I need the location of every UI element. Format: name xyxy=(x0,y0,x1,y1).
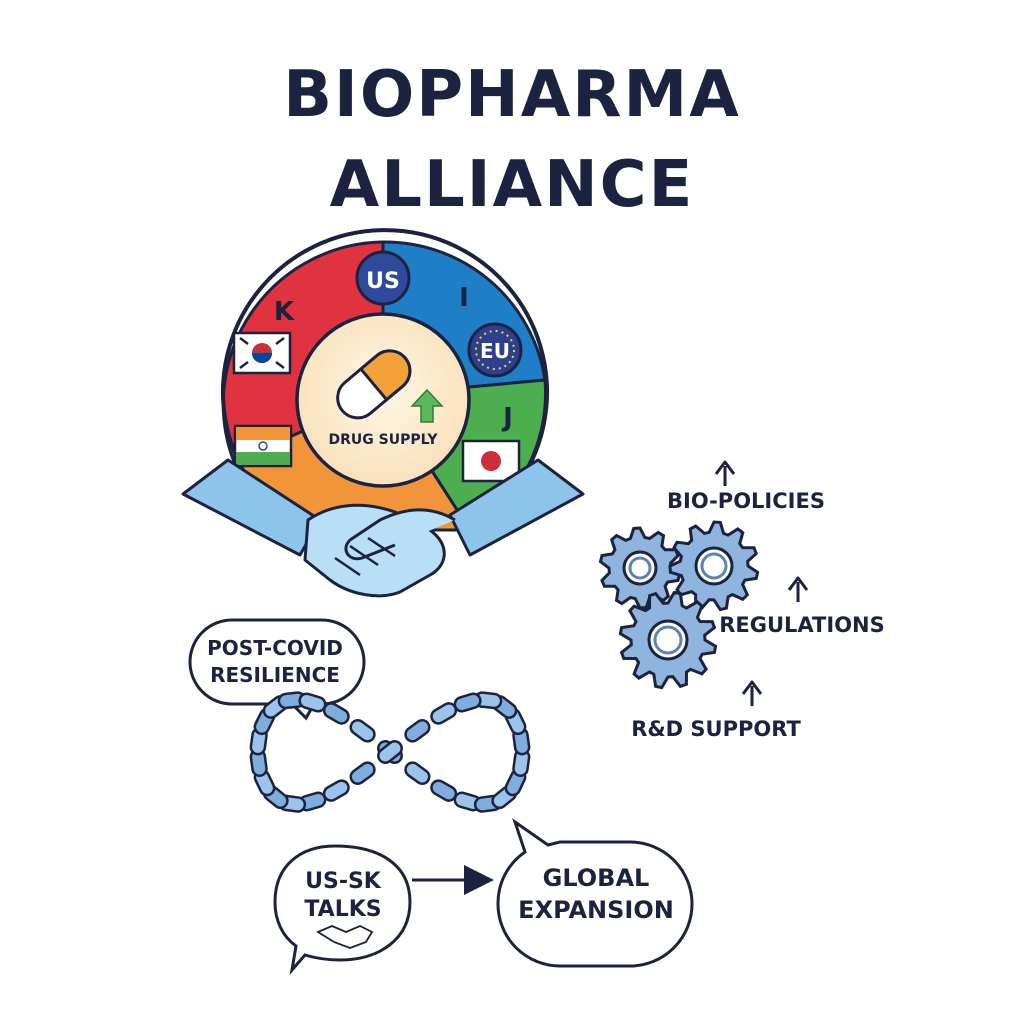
title-line-1: BIOPHARMA xyxy=(283,58,741,132)
chain-infinity-icon xyxy=(249,691,531,813)
chain-link xyxy=(349,761,376,785)
eu-stars-ring xyxy=(475,330,515,370)
arrow-up-icon-policies xyxy=(714,460,736,486)
us-badge xyxy=(355,250,411,306)
resilience-speech-bubble xyxy=(188,618,366,721)
korea-flag-icon xyxy=(232,331,292,375)
talks-section: US-SK TALKS GLOBAL EXPANSION xyxy=(273,818,694,976)
resilience-bubble: POST-COVID RESILIENCE xyxy=(188,618,366,721)
talks-line-2: TALKS xyxy=(304,897,381,922)
arrow-up-icon-regulations xyxy=(787,576,809,602)
japan-flag-icon xyxy=(461,439,521,483)
chain-link xyxy=(453,692,482,713)
expansion-line-2: EXPANSION xyxy=(518,896,674,924)
expansion-line-1: GLOBAL xyxy=(543,864,650,892)
chain-link xyxy=(404,761,431,785)
region-label-us: US xyxy=(366,269,400,294)
chain-link xyxy=(430,702,458,725)
handshake-icon xyxy=(181,458,585,598)
talks-speech-bubble xyxy=(273,844,412,976)
chain-link xyxy=(377,740,403,764)
up-arrow-icon xyxy=(410,388,444,423)
chain-link xyxy=(349,718,376,743)
title-line-2: ALLIANCE xyxy=(329,148,695,222)
region-label-i: I xyxy=(459,283,469,313)
gear-hole-ring xyxy=(700,552,728,580)
rnd-support-label: R&D SUPPORT xyxy=(631,717,801,741)
resilience-line-2: RESILIENCE xyxy=(210,663,340,687)
region-label-k: K xyxy=(274,297,295,327)
gear-hole-ring xyxy=(653,625,683,655)
expansion-speech-bubble xyxy=(496,818,694,968)
policy-stack: BIO-POLICIES REGULATIONS R&D SUPPORT xyxy=(598,460,885,741)
india-flag-icon xyxy=(233,424,293,468)
drug-supply-label: DRUG SUPPLY xyxy=(329,432,439,448)
region-label-eu: EU xyxy=(480,339,510,363)
chain-link xyxy=(404,718,431,743)
gear-icon-top-right xyxy=(668,520,760,612)
gear-hole-ring xyxy=(628,556,652,580)
arrow-up-icon-rnd xyxy=(741,680,763,706)
small-handshake-icon xyxy=(316,925,374,949)
pill-icon xyxy=(336,349,412,420)
talks-line-1: US-SK xyxy=(305,869,382,894)
region-label-j: J xyxy=(501,403,513,433)
circle-outline xyxy=(221,228,549,532)
chain-link xyxy=(322,702,350,725)
gear-icon-bottom xyxy=(618,590,718,690)
resilience-line-1: POST-COVID xyxy=(207,636,343,660)
bio-policies-label: BIO-POLICIES xyxy=(667,489,825,513)
regulations-label: REGULATIONS xyxy=(719,613,885,637)
gear-icon-top-left xyxy=(598,526,682,610)
